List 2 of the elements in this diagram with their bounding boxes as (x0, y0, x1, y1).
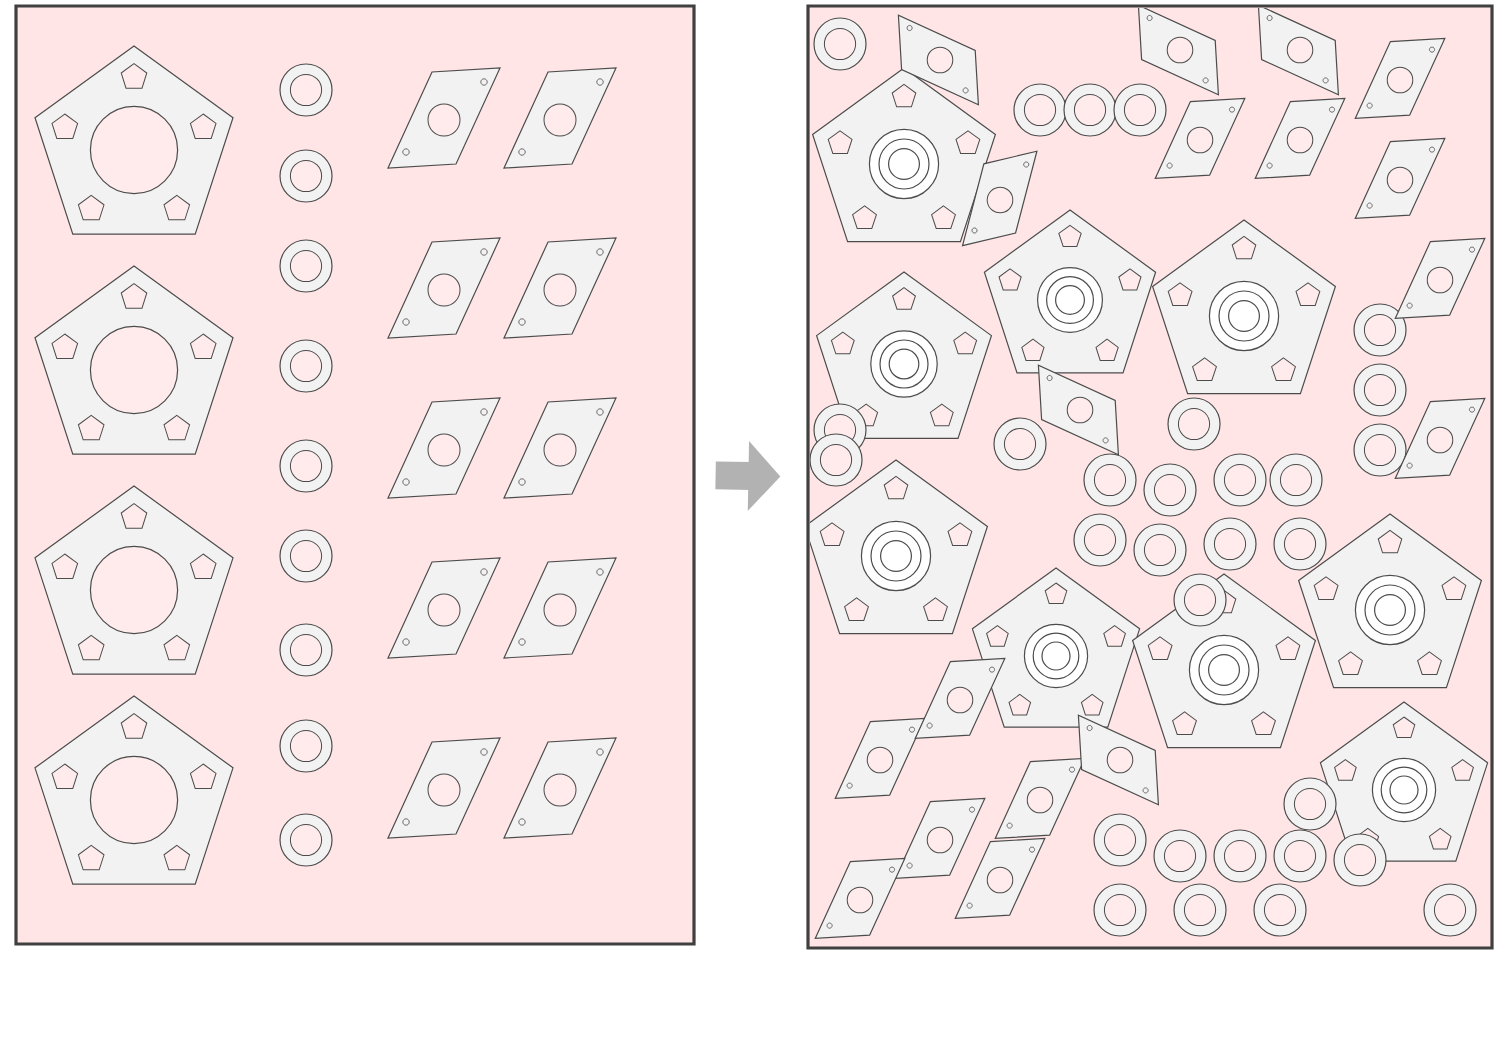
sheet-drawing (806, 4, 1494, 950)
sheet-drawing (14, 4, 696, 946)
